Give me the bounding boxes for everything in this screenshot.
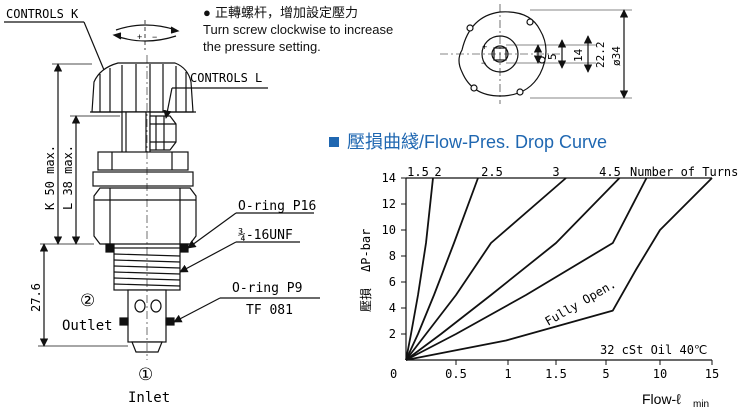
top-view-minus: − [481, 58, 486, 68]
k-dimension-label: K 50 max. [43, 145, 57, 210]
series-line-4 [405, 177, 621, 361]
tf081-label: TF 081 [246, 303, 293, 318]
x-tick-label: 15 [705, 367, 719, 381]
controls-l-label: CONTROLS L [190, 71, 262, 85]
fully-open-annotation: Fully Open. [543, 277, 619, 329]
valve-drawing [4, 20, 320, 360]
note-en-line2: the pressure setting. [203, 39, 321, 54]
y-tick-label: 14 [382, 171, 396, 185]
x-tick-label: 10 [653, 367, 667, 381]
y-tick-label: 10 [382, 223, 396, 237]
x-axis-unit: min [693, 399, 709, 410]
note-en-line1: Turn screw clockwise to increase [203, 22, 394, 37]
series-line-1 [405, 177, 434, 361]
rotation-minus: − [152, 32, 157, 42]
dim-22-2-label: 22.2 [594, 42, 607, 69]
y-axis-label: ΔP-bar [359, 229, 373, 272]
x-tick-label: 1 [504, 367, 511, 381]
series-line-3 [405, 177, 567, 361]
oil-annotation: 32 cSt Oil 40℃ [600, 343, 707, 357]
dim-5-label: 5 [546, 53, 559, 60]
controls-k-label: CONTROLS K [6, 7, 79, 21]
note-bullet: ● [203, 5, 211, 20]
length-27-6-label: 27.6 [29, 283, 43, 312]
y-tick-label: 8 [389, 249, 396, 263]
l-dimension-label: L 38 max. [61, 145, 75, 210]
turns-label: 4.5 [599, 165, 621, 179]
chart-origin-label: 0 [390, 367, 397, 381]
rotation-plus: + [137, 32, 142, 42]
note-zh: 正轉螺杆，增加設定壓力 [215, 5, 359, 20]
inlet-label: Inlet [128, 390, 170, 406]
turns-label: 3 [552, 165, 559, 179]
y-tick-label: 2 [389, 327, 396, 341]
outlet-number: ② [80, 291, 95, 310]
top-view-drawing [440, 4, 632, 104]
title-square-icon [329, 137, 339, 147]
x-tick-label: 0.5 [445, 367, 467, 381]
turns-label: 2 [434, 165, 441, 179]
y-tick-label: 12 [382, 197, 396, 211]
thread-spec-label: ¾-16UNF [238, 228, 293, 243]
top-view-plus: + [482, 42, 487, 52]
inlet-number: ① [138, 365, 153, 384]
y-tick-label: 4 [389, 301, 396, 315]
x-tick-label: 5 [602, 367, 609, 381]
series-line-6 [405, 177, 713, 361]
chart-title-text: 壓損曲綫/Flow-Pres. Drop Curve [347, 132, 608, 152]
oring-p16-label: O-ring P16 [238, 199, 316, 214]
turns-header: Number of Turns [630, 165, 738, 179]
dim-14-label: 14 [572, 48, 585, 62]
series-line-5 [405, 177, 648, 361]
chart-title: 壓損曲綫/Flow-Pres. Drop Curve [329, 128, 607, 154]
flow-pressure-chart: 2 4 6 8 10 12 14 0.5 1 1.5 5 10 15 1.5 2 2.5 3 4.5 [382, 165, 720, 381]
y-tick-label: 6 [389, 275, 396, 289]
turns-label: 1.5 [407, 165, 429, 179]
turns-label: 2.5 [481, 165, 503, 179]
y-axis-label-zh: 壓損 [358, 288, 373, 312]
adjustment-note: ● 正轉螺杆，增加設定壓力 Turn screw clockwise to inc… [203, 4, 393, 55]
oring-p9-label: O-ring P9 [232, 281, 302, 296]
x-axis-label: Flow-ℓ [642, 391, 681, 407]
series-line-2 [405, 177, 479, 361]
x-tick-label: 1.5 [545, 367, 567, 381]
dim-34-label: ø34 [610, 46, 623, 66]
outlet-label: Outlet [62, 318, 113, 334]
